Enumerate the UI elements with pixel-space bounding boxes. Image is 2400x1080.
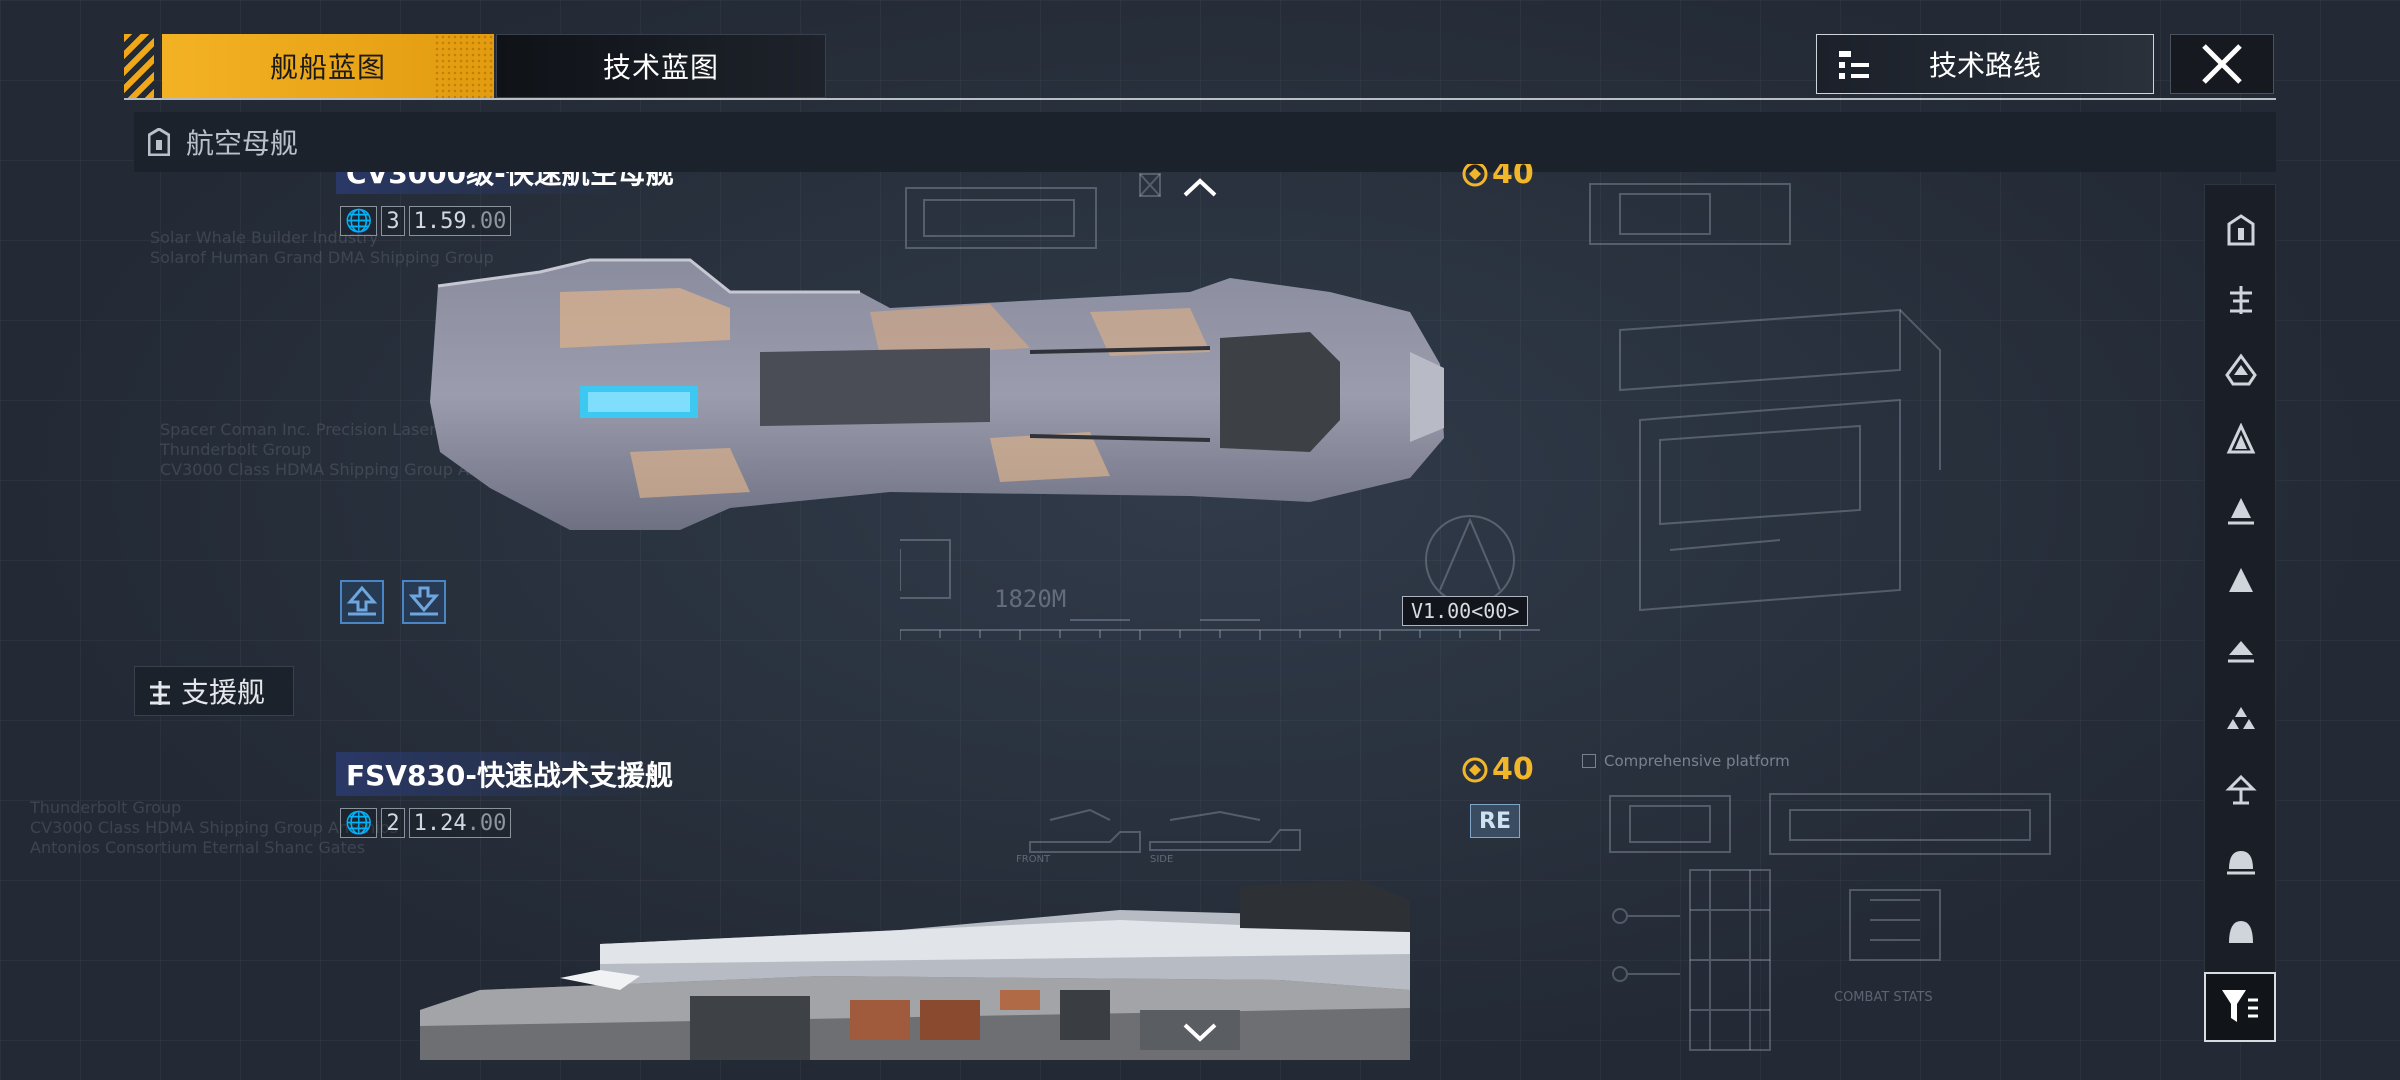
tree-list-icon: [1839, 51, 1869, 79]
support-ship-icon: [150, 681, 170, 705]
globe-icon: 🌐: [340, 206, 378, 236]
auxiliary-icon: [2229, 921, 2253, 943]
support-category-header: 支援舰: [134, 666, 294, 716]
close-icon: [2202, 44, 2242, 84]
ship-value: 1.24.00: [408, 808, 512, 838]
side-view-label: SIDE: [1150, 854, 1174, 865]
destroyer-icon: [2228, 498, 2254, 525]
carrier-icon: [2227, 214, 2255, 246]
ship-download-icon: [408, 586, 440, 616]
carrier-icon: [148, 128, 170, 156]
filter-auxiliary[interactable]: [2205, 895, 2277, 965]
cruiser-icon: [2226, 423, 2256, 454]
ship-version-label: V1.00<00>: [1402, 596, 1529, 626]
close-button[interactable]: [2170, 34, 2274, 94]
platform-label: Comprehensive platform: [1582, 752, 1790, 770]
filter-aircraft[interactable]: [2205, 755, 2277, 825]
tech-route-button[interactable]: 技术路线: [1816, 34, 2154, 94]
support-blueprint-drawing: [1029, 793, 2051, 1051]
support-ship-icon: [2230, 286, 2252, 314]
resource-icon: [1462, 164, 1488, 186]
filter-destroyer[interactable]: [2205, 475, 2277, 545]
ship-cost: 40: [1462, 164, 1534, 191]
filter-carrier[interactable]: [2205, 195, 2277, 265]
ship-stats: 🌐 3 1.59.00: [340, 206, 512, 236]
corvette-icon: [2228, 641, 2254, 663]
filter-station[interactable]: [2205, 825, 2277, 895]
filter-battleship[interactable]: [2205, 335, 2277, 405]
filter-icon: [2222, 990, 2258, 1022]
ship-value: 1.59.00: [408, 206, 512, 236]
aircraft-icon: [2225, 774, 2257, 805]
ship-upload-icon: [346, 585, 378, 616]
filter-button[interactable]: [2204, 972, 2276, 1042]
tab-ship-blueprint[interactable]: 舰船蓝图: [162, 34, 494, 98]
support-category-label: 支援舰: [181, 676, 266, 709]
globe-icon: 🌐: [340, 808, 378, 838]
resource-icon: [1462, 757, 1488, 782]
front-view-label: FRONT: [1016, 854, 1051, 865]
blueprint-action-button-2[interactable]: [402, 580, 446, 624]
battleship-icon: [2225, 353, 2257, 386]
filter-frigate[interactable]: [2205, 545, 2277, 615]
ship-length-label: 1820M: [994, 585, 1067, 613]
frigate-icon: [2229, 568, 2253, 592]
ship-cost: 40: [1462, 752, 1534, 787]
filter-cruiser[interactable]: [2205, 405, 2277, 475]
carrier-ship-model[interactable]: [430, 252, 1446, 538]
tech-route-label: 技术路线: [1928, 49, 2041, 82]
scroll-up-icon[interactable]: [1182, 176, 1218, 198]
blueprint-action-button-1[interactable]: [340, 580, 384, 624]
tab-tech-blueprint[interactable]: 技术蓝图: [496, 34, 826, 98]
fighter-group-icon: [2227, 707, 2255, 729]
carrier-category-label: 航空母舰: [186, 127, 299, 160]
tab-underline: [124, 98, 2276, 100]
tab-ship-blueprint-label: 舰船蓝图: [269, 51, 386, 84]
ship-tier: 2: [381, 808, 405, 838]
ship-title: CV3000级-快速航空母舰: [336, 172, 756, 194]
ship-title: FSV830-快速战术支援舰: [336, 752, 796, 796]
filter-support[interactable]: [2205, 265, 2277, 335]
filter-fighter-group[interactable]: [2205, 685, 2277, 755]
carrier-blueprint-drawing: [900, 173, 1941, 640]
scroll-down-icon[interactable]: [1182, 1022, 1218, 1044]
ship-type-filter-column: [2204, 184, 2276, 1040]
tab-tech-blueprint-label: 技术蓝图: [602, 51, 719, 84]
filter-corvette[interactable]: [2205, 615, 2277, 685]
station-icon: [2227, 851, 2255, 875]
ship-badge: RE: [1470, 804, 1520, 838]
ship-tier: 3: [381, 206, 405, 236]
combat-stats-label: COMBAT STATS: [1834, 990, 1933, 1005]
ship-stats: 🌐 2 1.24.00: [340, 808, 512, 838]
carrier-category-header: 航空母舰: [134, 112, 2276, 172]
tab-hatch-decoration: [124, 34, 154, 98]
support-ship-model[interactable]: [420, 880, 1410, 1060]
